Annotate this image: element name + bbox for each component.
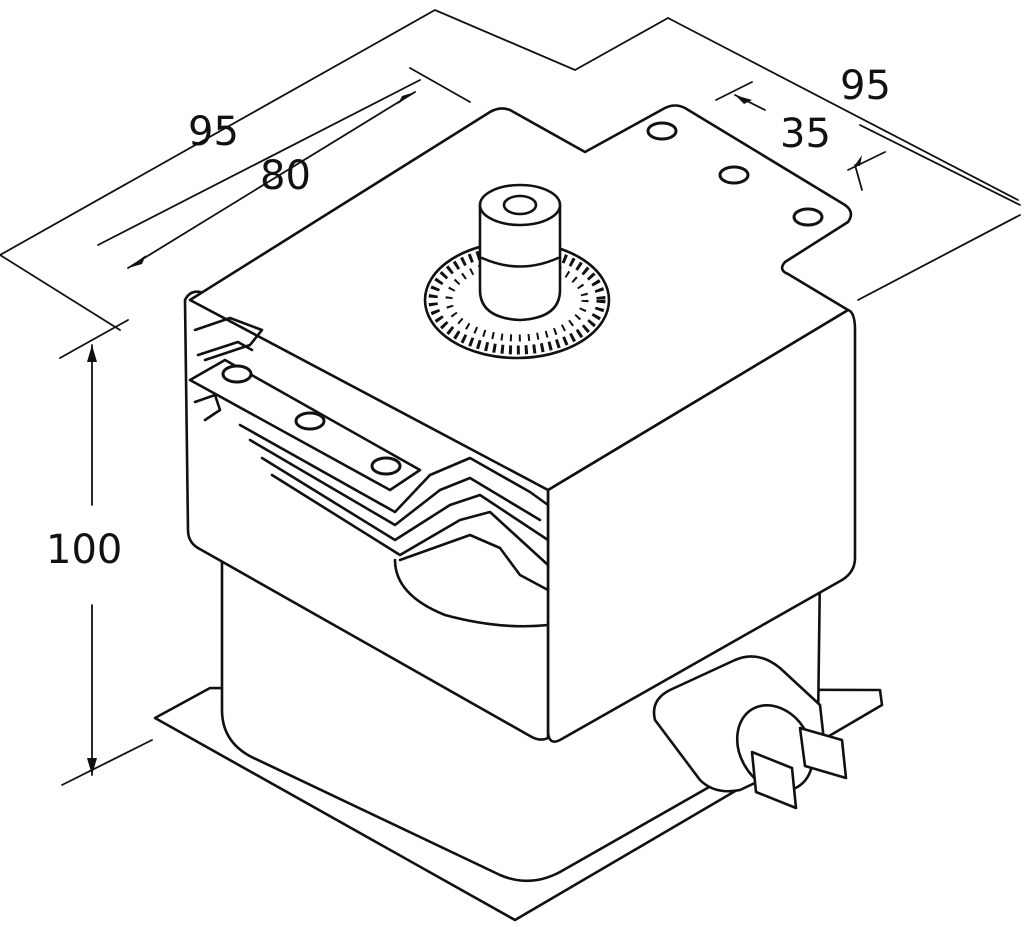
- dim-label-95-right: 95: [840, 63, 891, 109]
- dim-label-35: 35: [780, 111, 831, 157]
- filament-terminals: [652, 655, 848, 810]
- cooling-fins: [193, 316, 550, 628]
- mounting-holes: [221, 121, 824, 476]
- dim-label-95-left: 95: [188, 109, 239, 155]
- dimension-lines: [0, 8, 1021, 786]
- antenna-output: [423, 183, 611, 360]
- dim-label-80: 80: [260, 153, 311, 199]
- dim-label-100: 100: [46, 527, 123, 573]
